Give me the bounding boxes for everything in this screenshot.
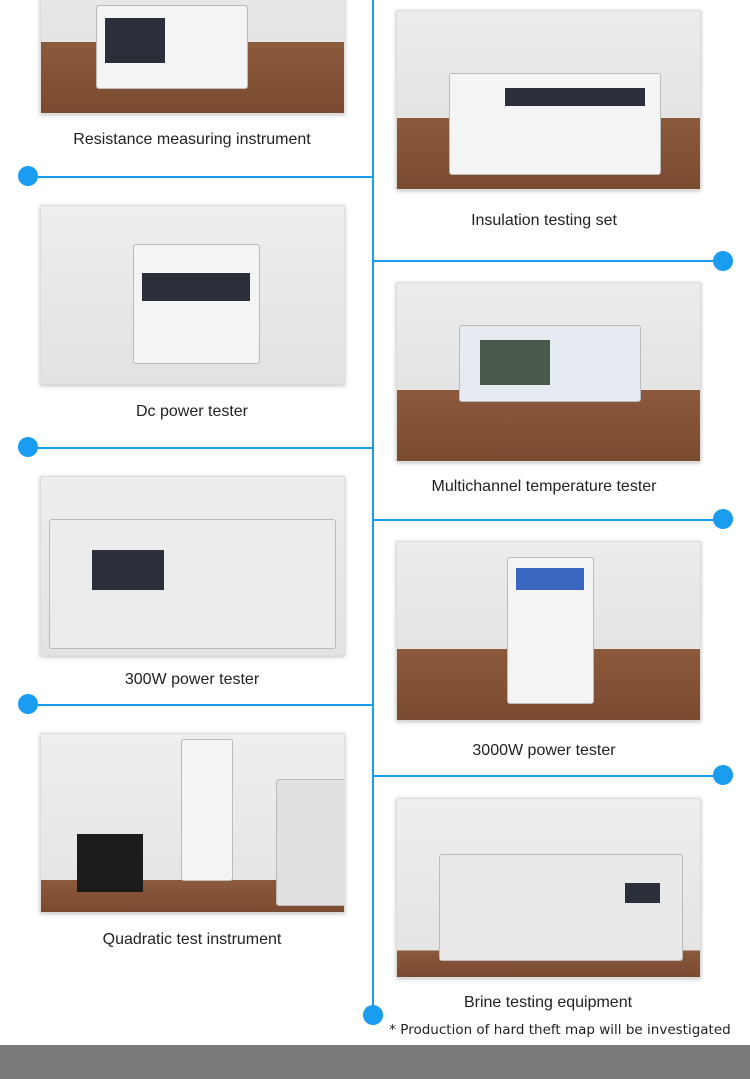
insulation-testing-set-photo <box>396 10 701 190</box>
timeline-connector <box>373 260 723 262</box>
caption: Multichannel temperature tester <box>431 478 657 495</box>
timeline-vertical-line <box>372 0 374 1015</box>
caption: Insulation testing set <box>471 212 617 229</box>
caption: Resistance measuring instrument <box>73 131 311 148</box>
brine-testing-equipment-photo <box>396 798 701 978</box>
disclaimer-note: * Production of hard theft map will be i… <box>389 1022 731 1038</box>
timeline-connector <box>28 704 373 706</box>
multichannel-temperature-tester-photo <box>396 282 701 462</box>
timeline-dot <box>18 437 38 457</box>
timeline-connector <box>373 519 723 521</box>
timeline-dot <box>18 166 38 186</box>
caption: Brine testing equipment <box>463 994 633 1011</box>
timeline-connector <box>373 775 723 777</box>
timeline-dot <box>713 251 733 271</box>
caption: Dc power tester <box>135 403 249 420</box>
300w-power-tester-photo <box>40 476 345 656</box>
timeline-connector <box>28 176 373 178</box>
quadratic-test-instrument-photo <box>40 733 345 913</box>
caption: 300W power tester <box>124 671 260 688</box>
caption: Quadratic test instrument <box>102 931 282 948</box>
timeline-dot <box>713 509 733 529</box>
resistance-instrument-photo <box>40 0 345 114</box>
timeline-dot <box>363 1005 383 1025</box>
3000w-power-tester-photo <box>396 541 701 721</box>
footer-bar <box>0 1045 750 1079</box>
dc-power-tester-photo <box>40 205 345 385</box>
timeline-connector <box>28 447 373 449</box>
timeline-dot <box>713 765 733 785</box>
timeline-dot <box>18 694 38 714</box>
caption: 3000W power tester <box>472 742 616 759</box>
